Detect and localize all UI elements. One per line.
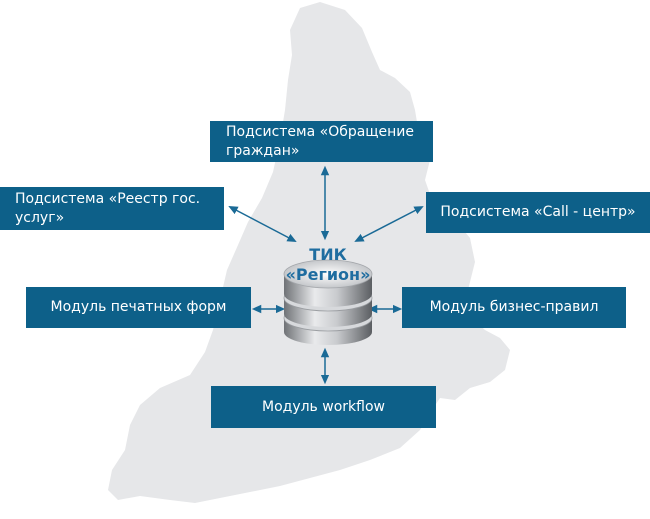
callcenter-subsystem-label: Подсистема «Call - центр» bbox=[440, 204, 636, 220]
appeals-subsystem-label: Подсистема «Обращение граждан» bbox=[226, 123, 414, 159]
business-rules-module-label: Модуль бизнес-правил bbox=[429, 299, 599, 315]
registry-subsystem-box: Подсистема «Реестр гос. услуг» bbox=[0, 187, 224, 230]
hub-label: ТИК «Регион» bbox=[268, 245, 388, 285]
appeals-subsystem-box: Подсистема «Обращение граждан» bbox=[210, 121, 433, 162]
print-forms-module-box: Модуль печатных форм bbox=[26, 287, 251, 328]
registry-subsystem-label: Подсистема «Реестр гос. услуг» bbox=[15, 190, 201, 226]
business-rules-module-box: Модуль бизнес-правил bbox=[402, 287, 626, 328]
hub-label-line2: «Регион» bbox=[285, 265, 371, 284]
callcenter-subsystem-box: Подсистема «Call - центр» bbox=[426, 192, 650, 233]
workflow-module-label: Модуль workflow bbox=[262, 398, 385, 415]
print-forms-module-label: Модуль печатных форм bbox=[50, 299, 227, 315]
database-icon bbox=[283, 259, 373, 345]
hub-label-line1: ТИК bbox=[309, 245, 347, 264]
workflow-module-box: Модуль workflow bbox=[211, 386, 436, 428]
